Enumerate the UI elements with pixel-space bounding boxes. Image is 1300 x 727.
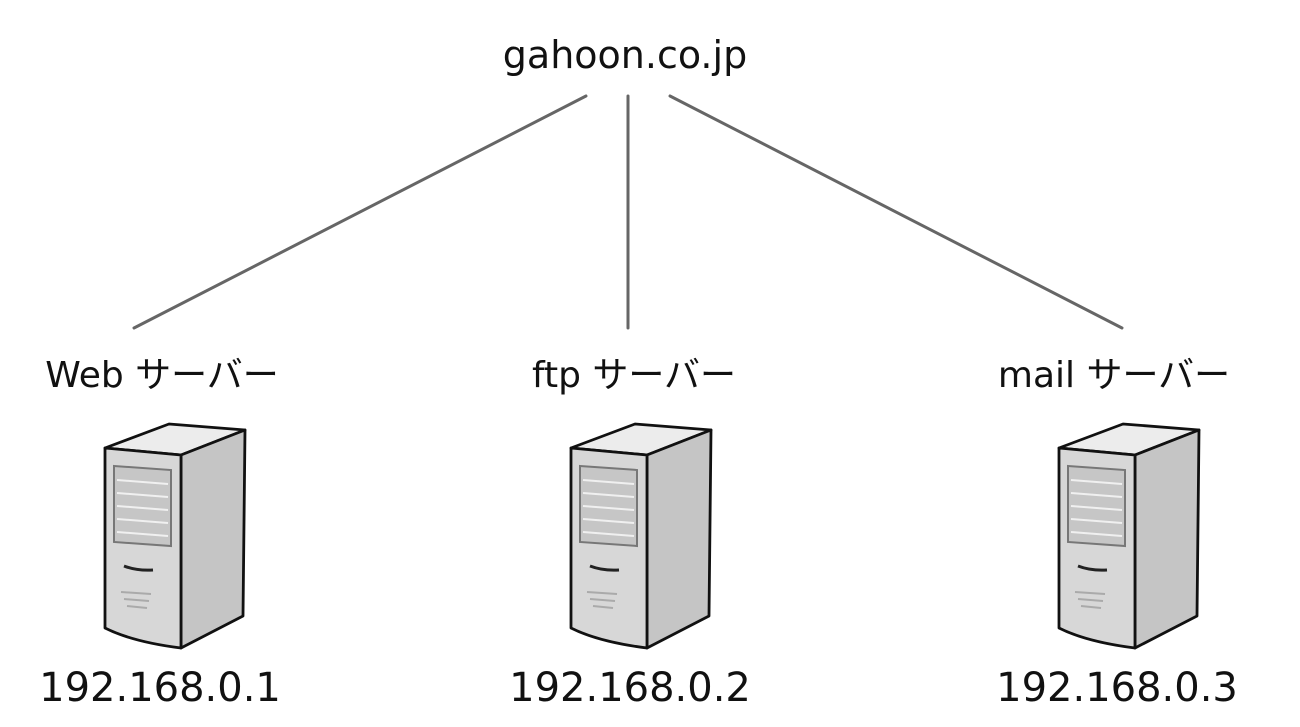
mail-server-label: mail サーバー [997, 355, 1231, 396]
mail-server-ip-label: 192.168.0.3 [996, 665, 1238, 711]
connection-line-web [132, 94, 588, 330]
domain-label: gahoon.co.jp [502, 33, 748, 77]
connection-line-mail [668, 94, 1124, 330]
server-tower-icon [1057, 422, 1201, 650]
web-server-ip-label: 192.168.0.1 [39, 665, 281, 711]
web-server-label: Web サーバー [45, 355, 279, 396]
ftp-server-ip-label: 192.168.0.2 [509, 665, 751, 711]
server-tower-icon [103, 422, 247, 650]
ftp-server-label: ftp サーバー [531, 355, 737, 396]
server-tower-icon [569, 422, 713, 650]
